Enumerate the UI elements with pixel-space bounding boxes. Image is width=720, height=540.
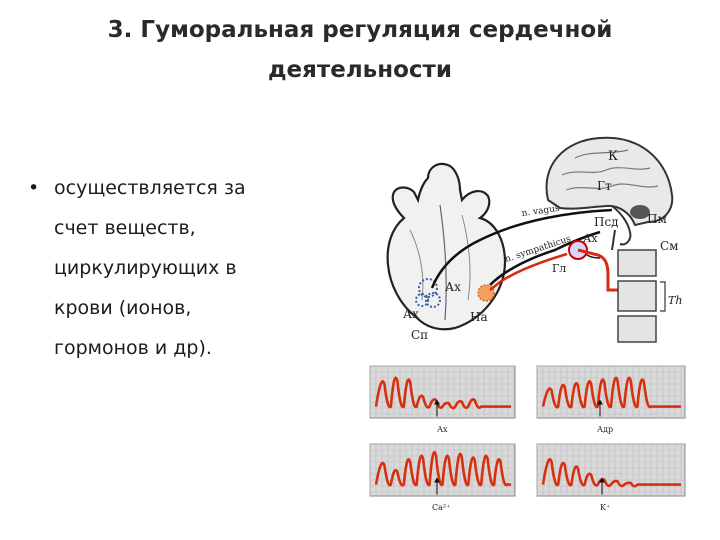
- label-sm: См: [660, 239, 679, 253]
- label-psd: Псд: [594, 215, 619, 229]
- trace-label-3: Ca²⁺: [432, 503, 450, 512]
- recording-panel: [536, 443, 686, 497]
- spinal-cord-segments: [617, 249, 666, 343]
- label-na: На: [470, 310, 488, 324]
- label-ax-heart-1: Ах: [445, 280, 461, 294]
- brain-illustration: [545, 136, 674, 251]
- recording-panels: [369, 365, 686, 497]
- title-line-1: 3. Гуморальная регуляция сердечной: [107, 17, 613, 43]
- bullet-marker: •: [28, 177, 40, 199]
- trace-label-1: Ах: [437, 425, 448, 434]
- bullet-line-3: циркулирующих в: [54, 257, 237, 279]
- label-ax-heart-2: Ах: [403, 307, 419, 321]
- heart-illustration: [386, 162, 507, 331]
- slide-title: 3. Гуморальная регуляция сердечной деяте…: [60, 10, 660, 90]
- label-pm: Пм: [647, 212, 667, 226]
- bullet-line-2: счет веществ,: [54, 217, 196, 239]
- title-line-2: деятельности: [267, 57, 453, 83]
- bullet-line-1: осуществляется за: [54, 177, 246, 199]
- bullet-line-4: крови (ионов,: [54, 297, 192, 319]
- bullet-text: осуществляется за счет веществ, циркулир…: [54, 168, 304, 368]
- recording-panel: [369, 365, 516, 419]
- recording-panel: [536, 365, 686, 419]
- label-n-sympathicus: n. sympathicus: [504, 234, 573, 265]
- bullet-line-5: гормонов и др).: [54, 337, 212, 359]
- recording-panel: [369, 443, 516, 497]
- label-sp: Сп: [411, 328, 428, 342]
- label-ax-top: Ах: [583, 232, 598, 245]
- label-gl: Гл: [552, 262, 566, 275]
- label-k: К: [608, 149, 618, 164]
- label-th: Th: [668, 294, 682, 307]
- trace-label-2: Адр: [597, 425, 613, 434]
- label-gt: Гт: [597, 179, 612, 193]
- trace-label-4: K⁺: [600, 503, 610, 512]
